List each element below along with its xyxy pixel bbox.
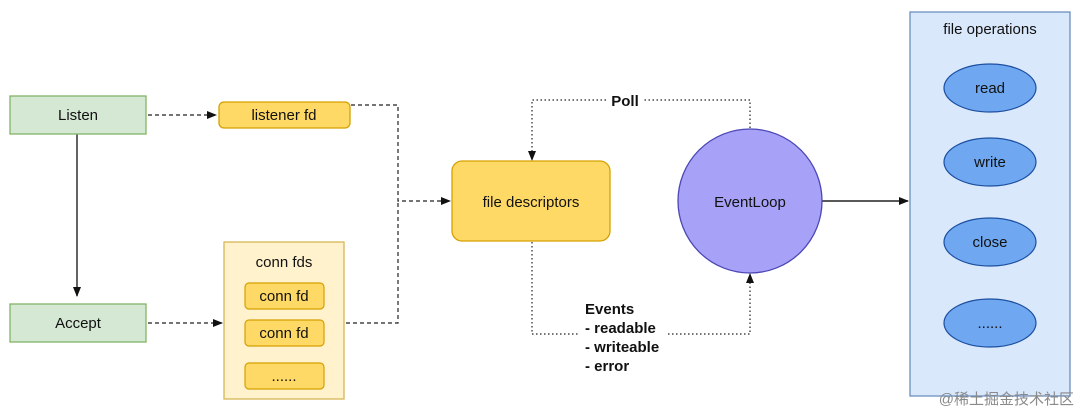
eventloop-label: EventLoop [714,194,786,211]
conn-fd-label-more: ...... [271,368,296,385]
op-read-node [943,63,1037,113]
conn-fds-title: conn fds [256,254,313,271]
conn-fd-label-2: conn fd [259,325,308,342]
listen-label: Listen [58,107,98,124]
edge-listener-fd-to-file-descriptors [351,104,451,205]
conn-fd-label-1: conn fd [259,288,308,305]
file-descriptors-label: file descriptors [483,194,580,211]
op-more-node [943,298,1037,348]
accept-node [9,303,147,343]
op-write-label: write [973,154,1006,171]
file-descriptors-node [451,160,611,242]
op-close-label: close [972,234,1007,251]
file-operations-title: file operations [943,21,1036,38]
poll-label: Poll [611,93,639,110]
events-label-error: - error [585,358,629,375]
op-read-label: read [975,80,1005,97]
op-close-node [943,217,1037,267]
events-label-writeable: - writeable [585,339,659,356]
listener-fd-node [218,101,351,129]
listener-fd-label: listener fd [251,107,316,124]
listen-node [9,95,147,135]
events-label-readable: - readable [585,320,656,337]
edge-conn-fds-to-file-descriptors [346,201,399,324]
conn-fd-node-2 [244,319,325,347]
op-more-label: ...... [977,315,1002,332]
events-label-title: Events [585,301,634,318]
conn-fd-node-more [244,362,325,390]
conn-fd-node-1 [244,282,325,310]
eventloop-node [677,128,823,274]
op-write-node [943,137,1037,187]
events-label-bg [580,298,666,374]
accept-label: Accept [55,315,102,332]
watermark: @稀土掘金技术社区 [939,391,1074,408]
poll-label-bg [606,90,644,110]
